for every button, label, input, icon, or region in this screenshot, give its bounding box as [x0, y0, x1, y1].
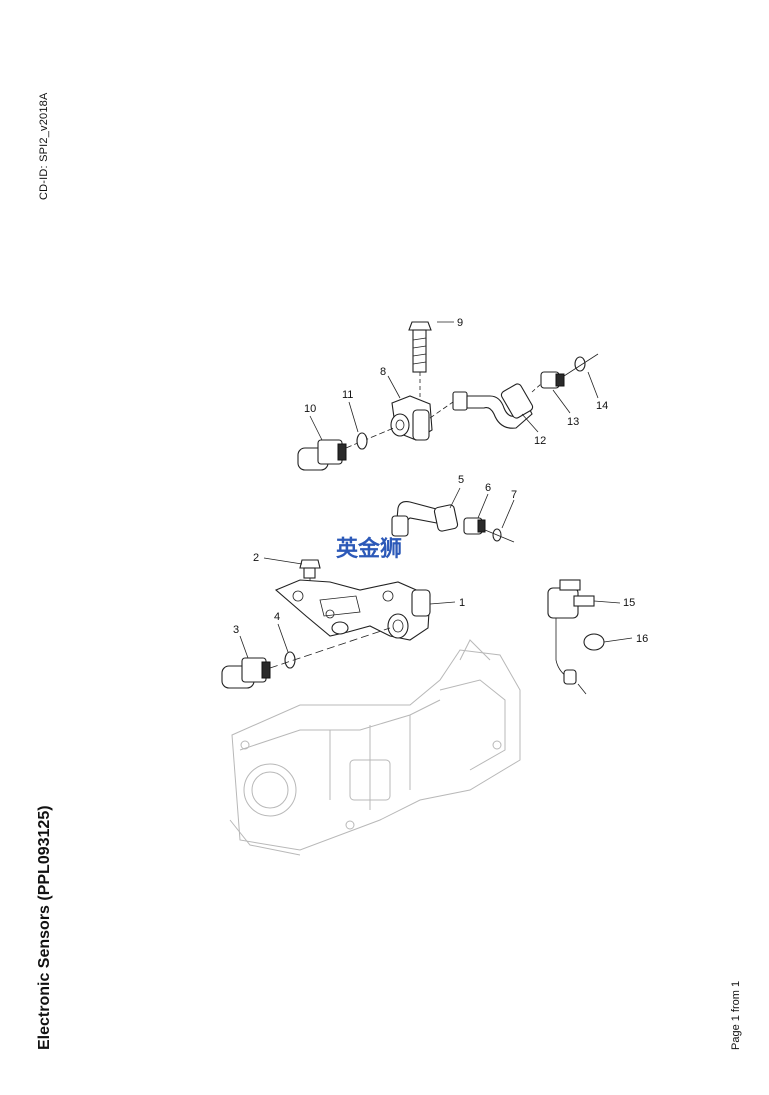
- callout-4: 4: [274, 611, 280, 623]
- part-11-o-ring: [356, 432, 368, 450]
- callout-6: 6: [485, 482, 491, 494]
- callout-1: 1: [459, 597, 465, 609]
- part-12-pipe: [429, 383, 534, 429]
- callout-5: 5: [458, 474, 464, 486]
- part-9-bolt: [408, 321, 432, 400]
- part-13-sensor: [531, 371, 565, 393]
- leader-lines: [239, 321, 633, 659]
- callout-numbers: 9 8 11 10 12 13 14 5 6 7 2 1 15 4 3 16: [233, 317, 648, 645]
- part-7-o-ring: [484, 528, 515, 543]
- part-5-pipe: [391, 501, 459, 537]
- part-1-bracket: [274, 579, 431, 641]
- callout-10: 10: [304, 403, 316, 415]
- callout-14: 14: [596, 400, 608, 412]
- part-14-o-ring: [563, 353, 599, 377]
- part-3-sensor: [221, 657, 271, 689]
- watermark-text: 英金狮: [336, 536, 402, 562]
- callout-9: 9: [457, 317, 463, 329]
- callout-13: 13: [567, 416, 579, 428]
- callout-7: 7: [511, 489, 517, 501]
- callout-2: 2: [253, 552, 259, 564]
- callout-11: 11: [342, 389, 353, 401]
- callout-16: 16: [636, 633, 648, 645]
- callout-8: 8: [380, 366, 386, 378]
- part-15-sensor: [547, 579, 595, 695]
- part-10-sensor: [297, 426, 397, 471]
- callout-12: 12: [534, 435, 546, 447]
- callout-3: 3: [233, 624, 239, 636]
- part-2-screw: [299, 559, 321, 598]
- intake-manifold-outline: [229, 639, 521, 856]
- part-8-bracket: [390, 395, 433, 441]
- part-16-clip: [583, 633, 605, 651]
- part-4-o-ring: [269, 627, 391, 669]
- callout-15: 15: [623, 597, 635, 609]
- part-6-sensor: [463, 517, 486, 535]
